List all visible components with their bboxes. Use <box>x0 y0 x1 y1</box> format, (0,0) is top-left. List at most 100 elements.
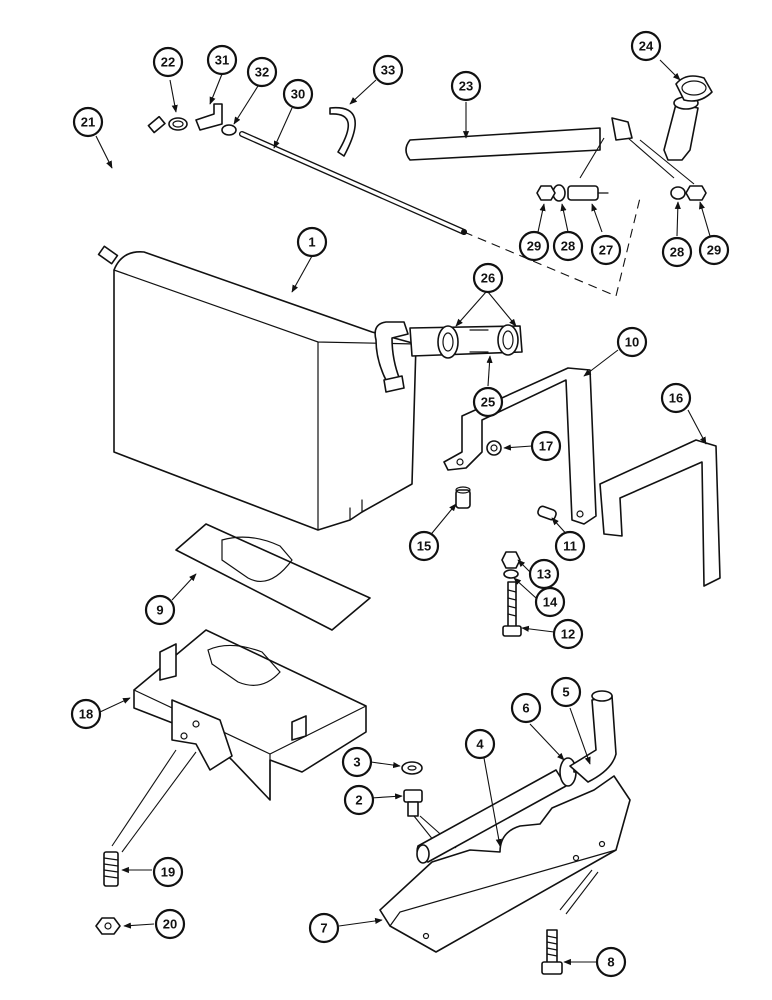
callout-3: 3 <box>341 746 373 778</box>
callout-25: 25 <box>472 386 504 418</box>
pipe-elbow <box>569 690 617 783</box>
callout-22: 22 <box>152 46 184 78</box>
svg-text:27: 27 <box>599 243 613 258</box>
svg-text:29: 29 <box>527 239 541 254</box>
svg-text:28: 28 <box>670 245 684 260</box>
elbow-connector <box>195 103 223 131</box>
svg-text:22: 22 <box>161 55 175 70</box>
callout-21: 21 <box>72 106 104 138</box>
guard-plate <box>379 775 631 953</box>
callout-10: 10 <box>616 326 648 358</box>
strap-bolt <box>502 581 522 637</box>
callout-17: 17 <box>530 430 562 462</box>
svg-text:25: 25 <box>481 395 495 410</box>
hose-clip-right <box>221 124 237 136</box>
svg-text:11: 11 <box>563 539 577 554</box>
callout-leaders <box>95 59 711 966</box>
lock-nut <box>501 551 521 569</box>
retaining-clip <box>329 106 356 157</box>
callout-13: 13 <box>528 558 560 590</box>
svg-text:4: 4 <box>476 737 484 752</box>
svg-text:13: 13 <box>537 567 551 582</box>
callout-19: 19 <box>152 856 184 888</box>
svg-text:8: 8 <box>607 955 614 970</box>
svg-text:7: 7 <box>320 921 327 936</box>
callout-32: 32 <box>246 56 278 88</box>
callout-28-left: 28 <box>552 230 584 262</box>
callout-9: 9 <box>144 594 176 626</box>
svg-text:20: 20 <box>163 917 177 932</box>
callout-23: 23 <box>450 70 482 102</box>
svg-text:31: 31 <box>215 53 229 68</box>
hose-clip-left <box>168 117 188 131</box>
callout-30: 30 <box>282 78 314 110</box>
callout-7: 7 <box>308 912 340 944</box>
callout-16: 16 <box>660 382 692 414</box>
svg-text:33: 33 <box>381 63 395 78</box>
callout-29-left: 29 <box>518 230 550 262</box>
mounting-stud <box>103 851 119 887</box>
callout-33: 33 <box>372 54 404 86</box>
svg-text:21: 21 <box>81 115 95 130</box>
tank-pad <box>175 523 371 631</box>
svg-text:3: 3 <box>353 755 360 770</box>
svg-text:10: 10 <box>625 335 639 350</box>
svg-text:23: 23 <box>459 79 473 94</box>
callout-20: 20 <box>154 908 186 940</box>
fuel-tank <box>113 251 417 531</box>
svg-text:5: 5 <box>562 685 569 700</box>
svg-text:28: 28 <box>561 239 575 254</box>
callout-4: 4 <box>464 728 496 760</box>
washer-right <box>670 186 686 200</box>
plate-bolt <box>403 789 423 817</box>
callout-14: 14 <box>534 586 566 618</box>
svg-text:2: 2 <box>355 793 362 808</box>
callout-15: 15 <box>408 530 440 562</box>
nut-left <box>536 185 556 201</box>
stud-nut <box>95 917 121 935</box>
callout-28-right: 28 <box>661 236 693 268</box>
filler-tube <box>405 117 633 161</box>
svg-text:15: 15 <box>417 539 431 554</box>
mount-stud <box>567 185 609 201</box>
outlet-pipe <box>416 769 567 864</box>
svg-text:16: 16 <box>669 391 683 406</box>
assembly-line <box>463 197 641 297</box>
svg-text:30: 30 <box>291 87 305 102</box>
spacer <box>455 486 471 509</box>
svg-text:24: 24 <box>639 39 654 54</box>
filler-neck <box>663 96 699 161</box>
mounting-tray <box>133 629 367 801</box>
svg-text:19: 19 <box>161 865 175 880</box>
svg-text:14: 14 <box>543 595 558 610</box>
coupling-hose <box>409 324 523 359</box>
callout-31: 31 <box>206 44 238 76</box>
guard-bolt <box>541 929 563 975</box>
callout-2: 2 <box>343 784 375 816</box>
strap-nut <box>486 440 502 456</box>
svg-text:6: 6 <box>522 701 529 716</box>
callout-12: 12 <box>552 618 584 650</box>
nut-right <box>685 185 707 201</box>
callout-18: 18 <box>70 698 102 730</box>
outer-strap <box>599 439 721 587</box>
svg-text:9: 9 <box>156 603 163 618</box>
callout-8: 8 <box>595 946 627 978</box>
filler-cap <box>675 75 713 102</box>
part-callouts: 1 2 3 4 5 6 7 8 9 10 11 12 13 14 15 16 1… <box>70 30 730 978</box>
svg-text:26: 26 <box>481 271 495 286</box>
svg-text:29: 29 <box>707 243 721 258</box>
flat-washer <box>503 569 519 579</box>
callout-6: 6 <box>510 692 542 724</box>
svg-text:18: 18 <box>79 707 93 722</box>
svg-text:32: 32 <box>255 65 269 80</box>
svg-text:17: 17 <box>539 439 553 454</box>
callout-5: 5 <box>550 676 582 708</box>
mount-pin <box>537 505 557 521</box>
svg-text:12: 12 <box>561 627 575 642</box>
callout-26: 26 <box>472 262 504 294</box>
callout-24: 24 <box>630 30 662 62</box>
callout-11: 11 <box>554 530 586 562</box>
vent-hose <box>64 115 166 265</box>
